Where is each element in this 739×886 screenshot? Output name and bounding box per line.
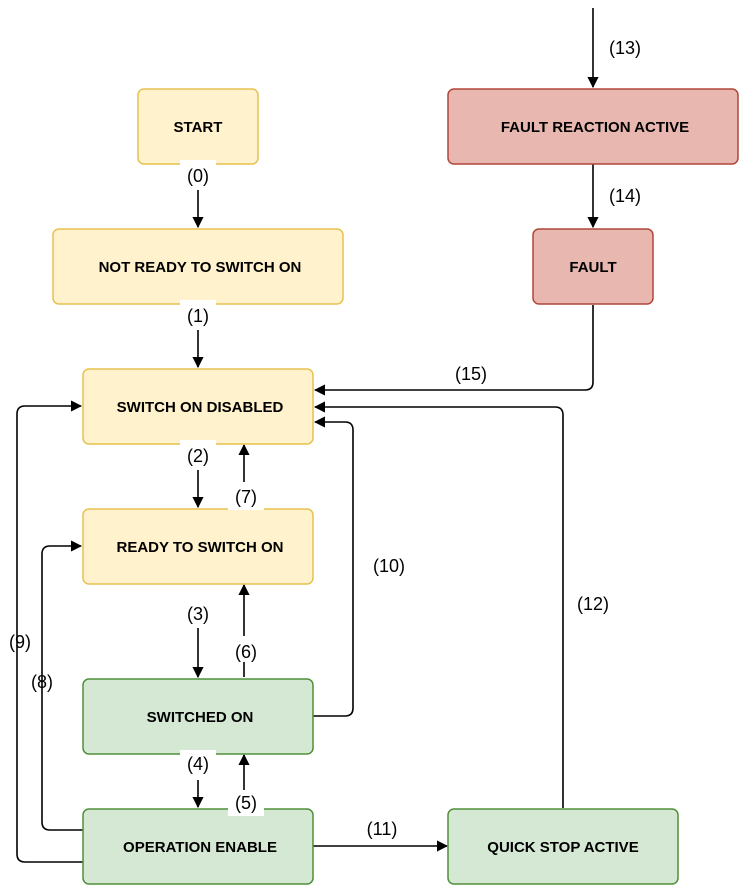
state-not-ready-label: NOT READY TO SWITCH ON (99, 259, 302, 276)
edge-label-8: (8) (31, 672, 53, 692)
edge-label-0: (0) (187, 166, 209, 186)
label-bg-3 (180, 598, 216, 624)
label-bg-1 (180, 300, 216, 326)
state-switch-on-disabled: SWITCH ON DISABLED (82, 368, 314, 445)
edge-label-12: (12) (577, 594, 609, 614)
label-bg-0 (180, 160, 216, 186)
edge-label-11: (11) (367, 819, 398, 839)
label-bg-5 (228, 790, 264, 816)
label-bg-2 (180, 440, 216, 466)
state-fault-reaction-active: FAULT REACTION ACTIVE (447, 88, 739, 165)
edge-label-14: (14) (609, 186, 641, 206)
edge-label-7: (7) (235, 487, 257, 507)
edge-label-10: (10) (373, 556, 405, 576)
state-start-label: START (174, 119, 223, 136)
edge-8 (41, 540, 83, 831)
edge-label-1: (1) (187, 306, 209, 326)
state-ready-label: READY TO SWITCH ON (117, 539, 284, 556)
state-quick-stop-active: QUICK STOP ACTIVE (447, 808, 679, 885)
state-ready-to-switch-on: READY TO SWITCH ON (82, 508, 314, 585)
label-bg-6 (228, 636, 264, 662)
edge-10 (313, 416, 354, 717)
edge-label-3: (3) (187, 604, 209, 624)
edge-label-4: (4) (187, 754, 209, 774)
state-fault-label: FAULT (569, 259, 616, 276)
edge-label-15: (15) (455, 364, 487, 384)
state-switch-on-disabled-label: SWITCH ON DISABLED (117, 399, 284, 416)
state-start: START (137, 88, 259, 165)
edge-label-9: (9) (9, 632, 31, 652)
state-fault-reaction-label: FAULT REACTION ACTIVE (501, 119, 689, 136)
edge-label-6: (6) (235, 642, 257, 662)
state-operation-enable-label: OPERATION ENABLE (123, 839, 277, 856)
state-switched-on-label: SWITCHED ON (147, 709, 254, 726)
state-operation-enable: OPERATION ENABLE (82, 808, 314, 885)
state-not-ready-to-switch-on: NOT READY TO SWITCH ON (52, 228, 344, 305)
edge-12 (313, 401, 564, 808)
edge-label-13: (13) (609, 38, 641, 58)
edge-label-5: (5) (235, 793, 257, 813)
label-bg-4 (180, 750, 216, 776)
state-fault: FAULT (532, 228, 654, 305)
edge-15 (313, 305, 594, 396)
label-bg-7 (228, 484, 264, 510)
state-quick-stop-label: QUICK STOP ACTIVE (487, 839, 638, 856)
edge-label-2: (2) (187, 446, 209, 466)
edge-9 (16, 400, 83, 863)
state-switched-on: SWITCHED ON (82, 678, 314, 755)
